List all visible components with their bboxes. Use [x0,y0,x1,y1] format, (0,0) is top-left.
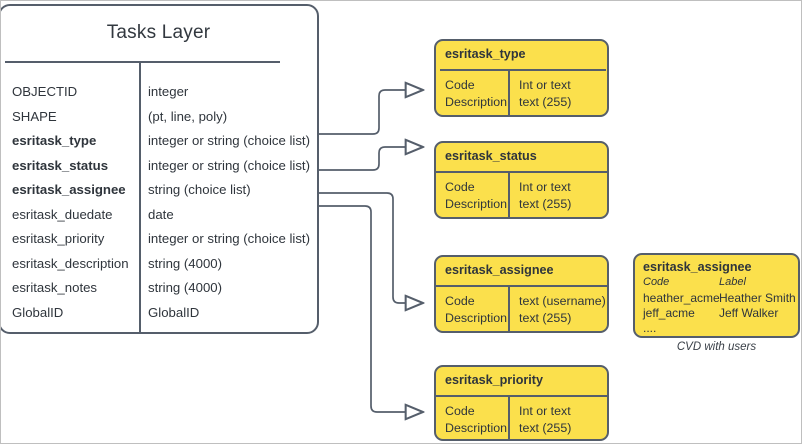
domain-box-header-divider [440,69,606,71]
domain-box-code-label: Code Description [445,293,507,327]
field-name: esritask_duedate [12,206,113,222]
cvd-code: heather_acme [643,291,720,305]
field-name: esritask_description [12,255,129,271]
cvd-code: jeff_acme [643,306,695,320]
field-type: string (4000) [148,255,223,271]
domain-code-type: Int or text [519,78,571,92]
domain-description-row: Description [445,311,507,325]
field-type: (pt, line, poly) [148,108,228,124]
field-name: esritask_type [12,133,97,148]
domain-box-header-divider [436,171,607,173]
cvd-value-list: Code Label heather_acme Heather Smith je… [643,276,796,336]
page-title: Tasks Layer [106,22,211,43]
domain-description-row: Description [445,197,507,211]
field-name: GlobalID [12,304,64,320]
domain-box-header-divider [436,285,607,287]
cvd-code: .... [643,321,657,335]
field-name: OBJECTID [12,84,78,99]
connector-esritask-status [319,147,423,171]
domain-box-title: esritask_priority [445,373,544,387]
domain-code-row: Code [445,180,475,194]
tasks-layer-entity: Tasks Layer OBJECTID integer SHAPE (pt, … [1,4,319,334]
domain-box-type-label: Int or text text (255) [519,179,571,213]
cvd-header-row: Code Label [643,276,795,291]
domain-box-type-label: Int or text text (255) [519,403,571,437]
table-row[interactable]: esritask_status integer or string (choic… [1,157,317,183]
cvd-header-code: Code [643,276,670,288]
domain-box-title: esritask_assignee [445,263,554,277]
connector-esritask-type [319,90,423,135]
entity-column-divider [139,62,141,334]
table-row[interactable]: esritask_description string (4000) [1,255,317,281]
domain-box-esritask-type[interactable]: esritask_type Code Description Int or te… [434,39,609,117]
domain-box-title: esritask_status [445,149,537,163]
cvd-label: Heather Smith [719,291,796,305]
domain-code-type: text (username) [519,294,606,308]
domain-box-header-divider [436,395,607,397]
table-row[interactable]: esritask_notes string (4000) [1,280,317,305]
domain-box-code-label: Code Description [445,77,507,111]
entity-header-divider [5,61,280,63]
domain-description-type: text (255) [519,311,572,325]
domain-box-type-label: Int or text text (255) [519,77,571,111]
list-item: jeff_acme Jeff Walker [643,306,795,321]
domain-description-type: text (255) [519,421,572,435]
field-name: esritask_status [12,157,109,173]
table-row[interactable]: GlobalID GlobalID [1,304,317,330]
cvd-caption: CVD with users [676,341,757,353]
field-type: string (4000) [148,280,223,295]
cvd-label: Jeff Walker [719,306,779,320]
cvd-title: esritask_assignee [643,260,752,274]
field-name: esritask_notes [12,280,98,295]
domain-box-title: esritask_type [445,47,526,61]
field-type: GlobalID [148,304,200,320]
connector-esritask-priority [319,205,423,412]
domain-code-row: Code [445,294,475,308]
table-row[interactable]: esritask_duedate date [1,206,317,232]
domain-code-type: Int or text [519,404,571,418]
field-type: integer or string (choice list) [148,133,310,148]
domain-box-code-label: Code Description [445,179,507,213]
cvd-header-label: Label [719,276,746,288]
domain-code-type: Int or text [519,180,571,194]
table-row[interactable]: esritask_priority integer or string (cho… [1,231,317,256]
domain-description-row: Description [445,421,507,435]
domain-box-column-divider [508,286,510,333]
table-row[interactable]: OBJECTID integer [1,84,317,109]
list-item: heather_acme Heather Smith [643,291,796,306]
field-type: integer [148,84,189,99]
cvd-sample-box[interactable]: esritask_assignee Code Label heather_acm… [633,253,800,338]
domain-box-column-divider [508,70,510,115]
domain-box-column-divider [508,172,510,217]
domain-box-esritask-status[interactable]: esritask_status Code Description Int or … [434,141,609,219]
domain-box-column-divider [508,396,510,441]
domain-code-row: Code [445,404,475,418]
field-type: date [148,206,174,222]
field-type: integer or string (choice list) [148,157,310,173]
field-type: integer or string (choice list) [148,231,310,246]
domain-code-row: Code [445,78,475,92]
domain-description-type: text (255) [519,197,572,211]
list-item: .... [643,321,795,336]
field-name: esritask_priority [12,231,105,246]
field-name: SHAPE [12,108,57,124]
connector-esritask-assignee [319,192,423,303]
field-type: string (choice list) [148,182,251,197]
table-row[interactable]: SHAPE (pt, line, poly) [1,108,317,134]
table-row[interactable]: esritask_type integer or string (choice … [1,133,317,158]
domain-box-type-label: text (username) text (255) [519,293,606,327]
table-row[interactable]: esritask_assignee string (choice list) [1,182,317,207]
domain-box-code-label: Code Description [445,403,507,437]
entity-field-list: OBJECTID integer SHAPE (pt, line, poly) … [1,84,317,330]
field-name: esritask_assignee [12,182,126,197]
domain-box-esritask-assignee[interactable]: esritask_assignee Code Description text … [434,255,609,333]
domain-box-esritask-priority[interactable]: esritask_priority Code Description Int o… [434,365,609,441]
domain-description-row: Description [445,95,507,109]
domain-description-type: text (255) [519,95,572,109]
